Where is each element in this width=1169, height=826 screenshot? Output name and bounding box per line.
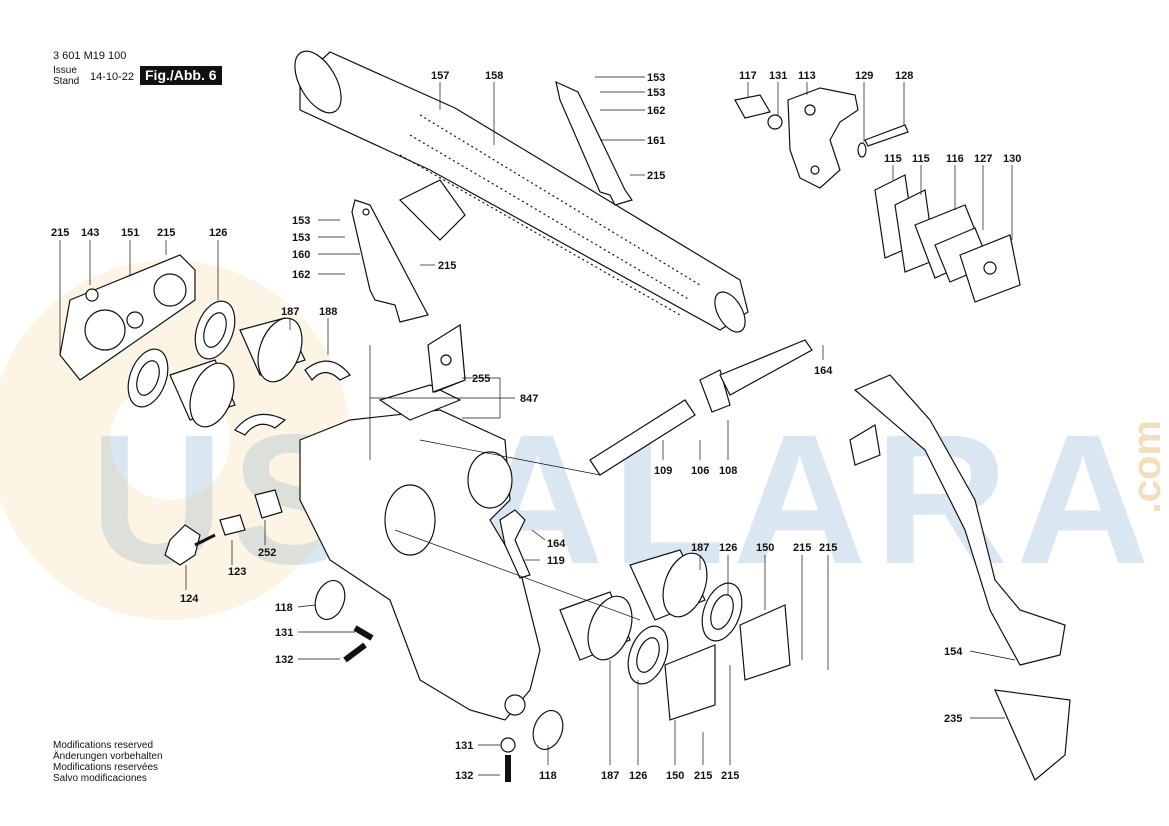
part-label: 153 [292, 215, 310, 227]
part-label: 235 [944, 713, 962, 725]
part-label: 113 [798, 70, 816, 82]
part-label: 150 [756, 542, 774, 554]
part-label: 131 [275, 627, 293, 639]
part-label: 161 [647, 135, 665, 147]
issue-label: Issue Stand [53, 65, 80, 87]
part-label: 215 [438, 260, 456, 272]
watermark-circle [0, 260, 350, 620]
part-label: 131 [769, 70, 787, 82]
part-label: 108 [719, 465, 737, 477]
part-label: 164 [547, 538, 566, 550]
part-label: 151 [121, 227, 139, 239]
part-label: 126 [209, 227, 227, 239]
bracket-119 [499, 509, 531, 579]
flange-151 [59, 254, 196, 381]
part-label: 252 [258, 547, 276, 559]
part-label: 158 [485, 70, 503, 82]
part-label: 215 [793, 542, 811, 554]
part-label: 157 [431, 70, 449, 82]
note-line: Änderungen vorbehalten [53, 751, 163, 762]
part-label: 118 [539, 770, 557, 782]
part-labels: 157 158 153 153 162 161 215 117 131 113 … [51, 70, 1021, 782]
part-label: 153 [647, 87, 665, 99]
knob-124 [164, 489, 283, 566]
part-label: 847 [520, 393, 538, 405]
washers-bottom [314, 580, 564, 782]
part-label: 215 [721, 770, 739, 782]
part-label: 123 [228, 566, 246, 578]
bracket-161 [555, 80, 633, 206]
seal-stack [874, 174, 1021, 303]
roller-set-right [559, 549, 791, 721]
part-label: 164 [814, 365, 833, 377]
part-label: 188 [319, 306, 337, 318]
part-label: 126 [629, 770, 647, 782]
arm-109 [589, 339, 813, 476]
part-label: 215 [819, 542, 837, 554]
part-label: 150 [666, 770, 684, 782]
part-label: 187 [601, 770, 619, 782]
part-label: 131 [455, 740, 473, 752]
part-label: 116 [946, 153, 964, 165]
part-label: 119 [547, 555, 565, 567]
part-label: 126 [719, 542, 737, 554]
part-label: 143 [81, 227, 99, 239]
part-label: 128 [895, 70, 913, 82]
roller-set-left [127, 300, 351, 436]
leader-lines [59, 76, 1016, 776]
note-line: Modifications reserved [53, 740, 154, 751]
part-label: 124 [180, 593, 199, 605]
part-label: 215 [647, 170, 665, 182]
gasket-255 [427, 323, 466, 393]
part-label: 109 [654, 465, 672, 477]
hinge-bracket-113 [734, 87, 909, 189]
part-label: 117 [739, 70, 757, 82]
part-label: 215 [694, 770, 712, 782]
note-line: Salvo modificaciones [53, 773, 147, 784]
bracket-160 [351, 199, 429, 323]
part-label: 132 [275, 654, 293, 666]
part-label: 162 [292, 269, 310, 281]
part-label: 162 [647, 105, 665, 117]
plate-235 [994, 689, 1071, 781]
part-label: 132 [455, 770, 473, 782]
part-label: 215 [51, 227, 69, 239]
part-label: 153 [647, 72, 665, 84]
notes-block: Modifications reserved Änderungen vorbeh… [53, 740, 163, 784]
note-line: Modifications reservées [53, 762, 159, 773]
part-label: 118 [275, 602, 293, 614]
part-label: 255 [472, 373, 490, 385]
guard-154 [849, 374, 1066, 666]
dust-hose [294, 50, 749, 333]
part-label: 215 [157, 227, 175, 239]
part-label: 153 [292, 232, 310, 244]
document-number: 3 601 M19 100 [53, 50, 127, 62]
part-label: 160 [292, 249, 310, 261]
part-label: 115 [884, 153, 902, 165]
part-label: 187 [691, 542, 709, 554]
figure-badge: Fig./Abb. 6 [140, 66, 222, 85]
part-label: 130 [1003, 153, 1021, 165]
part-label: 115 [912, 153, 930, 165]
part-label: 129 [855, 70, 873, 82]
part-label: 127 [974, 153, 992, 165]
part-label: 154 [944, 646, 963, 658]
part-label: 106 [691, 465, 709, 477]
issue-date: 14-10-22 [90, 71, 135, 83]
part-label: 187 [281, 306, 299, 318]
